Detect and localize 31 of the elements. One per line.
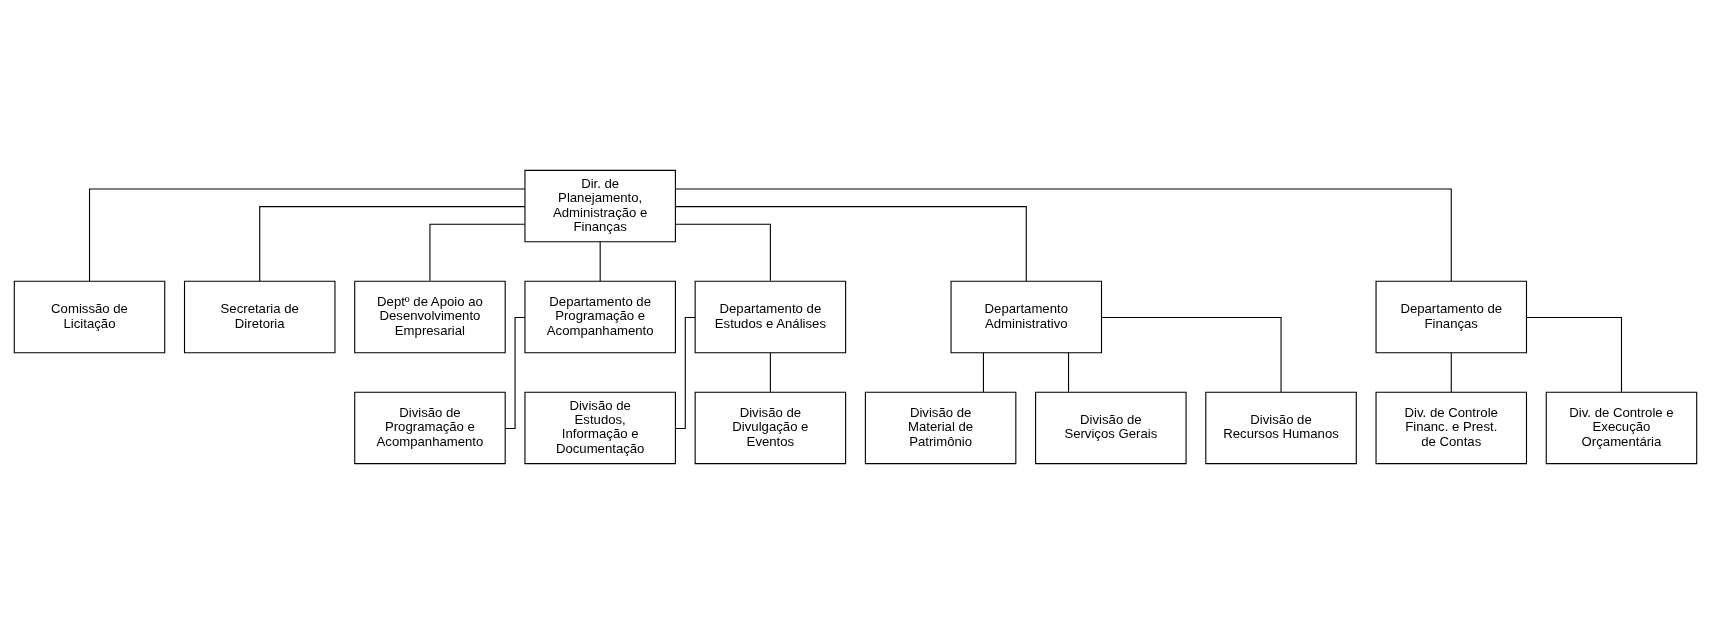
node-box: Div. de Controle Financ. e Prest. de Contas	[1375, 391, 1528, 465]
node-box: Divisão de Recursos Humanos	[1205, 391, 1357, 465]
connector	[675, 223, 771, 282]
node-box: Divisão de Material de Patrimônio	[864, 391, 1017, 465]
connector	[674, 317, 696, 430]
node-box: Dir. de Planejamento, Administração e Finanças	[524, 169, 676, 243]
node-box: Divisão de Programação e Acompanhamento	[354, 391, 506, 465]
connector	[259, 206, 526, 282]
connector	[429, 223, 526, 282]
connector	[599, 241, 601, 282]
connector	[1526, 317, 1623, 393]
connector	[504, 317, 526, 430]
connector	[1101, 317, 1282, 393]
connector	[982, 352, 984, 393]
connector	[1068, 352, 1070, 393]
node-box: Departamento Administrativo	[950, 280, 1103, 354]
node-box: Divisão de Estudos, Informação e Documentação	[524, 391, 676, 465]
connector	[1450, 352, 1452, 393]
node-box: Deptº de Apoio ao Desenvolvimento Empresarial	[354, 280, 506, 354]
node-box: Departamento de Programação e Acompanhamento	[524, 280, 676, 354]
connector	[88, 188, 526, 282]
node-box: Secretaria de Diretoria	[183, 280, 336, 354]
connector	[675, 206, 1027, 282]
node-box: Departamento de Estudos e Análises	[694, 280, 847, 354]
node-box: Comissão de Licitação	[13, 280, 166, 354]
node-box: Divisão de Divulgação e Eventos	[694, 391, 847, 465]
connector	[675, 188, 1452, 282]
connector	[769, 352, 771, 393]
node-box: Divisão de Serviços Gerais	[1035, 391, 1187, 465]
node-box: Div. de Controle e Execução Orçamentária	[1545, 391, 1698, 465]
node-box: Departamento de Finanças	[1375, 280, 1528, 354]
